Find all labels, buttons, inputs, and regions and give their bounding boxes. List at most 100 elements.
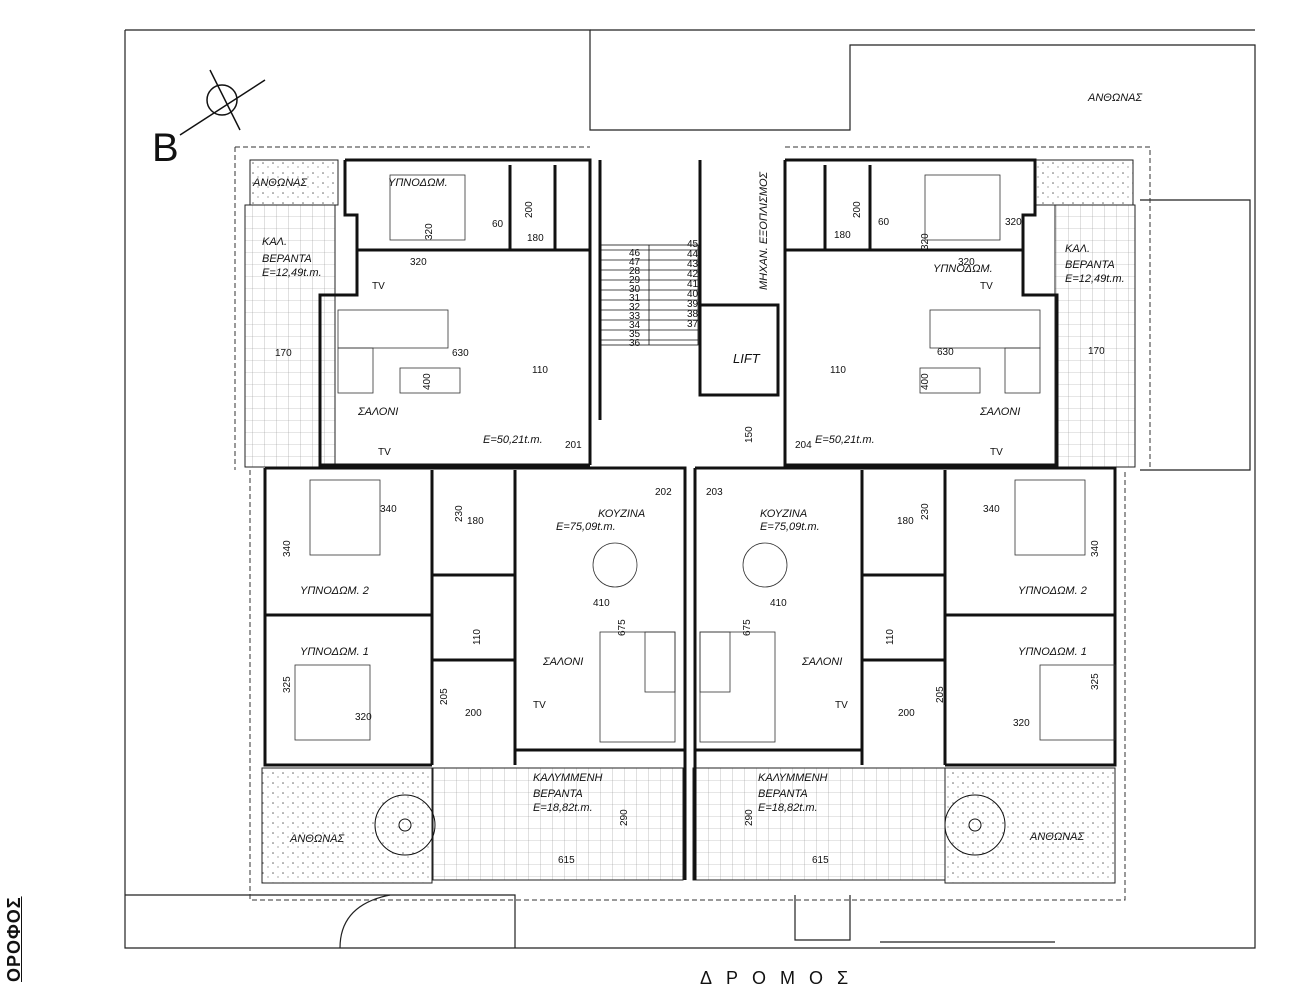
covered-veranda-big-l2-r: ΒΕΡΑΝΤΑ <box>758 788 808 800</box>
kitchen-area-l: E=75,09t.m. <box>556 521 616 533</box>
bedroom1-label-r: ΥΠΝΟΔΩΜ. 1 <box>1018 646 1087 658</box>
dim-400-b: 400 <box>920 373 931 390</box>
stair-step-right: 43 <box>687 259 699 270</box>
stair-step-left: 30 <box>629 284 641 295</box>
living-label-lr: ΣΑΛΟΝΙ <box>801 656 842 668</box>
dim-410-b: 410 <box>770 598 787 609</box>
tv-label-4: TV <box>990 447 1003 458</box>
dim-150: 150 <box>744 426 755 443</box>
dim-675-b: 675 <box>742 619 753 636</box>
dim-630-a: 630 <box>452 348 469 359</box>
stair-step-left: 46 <box>629 248 641 259</box>
stair-step-right: 40 <box>687 289 699 300</box>
dim-630-b: 630 <box>937 347 954 358</box>
lift-label: LIFT <box>733 351 761 366</box>
veranda-area-r: E=18,82t.m. <box>758 802 818 814</box>
living-label-ll: ΣΑΛΟΝΙ <box>542 656 583 668</box>
dim-320-e: 320 <box>1013 718 1030 729</box>
dim-320-f: 320 <box>424 223 435 240</box>
living-label-ur: ΣΑΛΟΝΙ <box>979 406 1020 418</box>
dim-110-a: 110 <box>532 365 548 376</box>
dim-320-b: 320 <box>958 257 975 268</box>
area-upper-l: E=50,21t.m. <box>483 434 543 446</box>
kitchen-label-l: ΚΟΥΖΙΝΑ <box>598 508 645 520</box>
covered-veranda-big-l2-l: ΒΕΡΑΝΤΑ <box>533 788 583 800</box>
tv-label-5: TV <box>533 700 546 711</box>
stair-step-left: 34 <box>629 320 641 331</box>
dim-170-a: 170 <box>275 348 292 359</box>
flower-bed-label-br: ΑΝΘΩΝΑΣ <box>1029 831 1084 843</box>
bedroom1-label-l: ΥΠΝΟΔΩΜ. 1 <box>300 646 369 658</box>
covered-veranda-area-left: E=12,49t.m. <box>262 267 322 279</box>
stair-step-right: 38 <box>687 309 699 320</box>
north-marker: B <box>152 126 179 170</box>
covered-veranda-big-l1-r: ΚΑΛΥΜΜΕΝΗ <box>758 772 828 784</box>
dim-410-a: 410 <box>593 598 610 609</box>
covered-veranda-l2-right: ΒΕΡΑΝΤΑ <box>1065 259 1115 271</box>
veranda-area-l: E=18,82t.m. <box>533 802 593 814</box>
dim-615-a: 615 <box>558 855 575 866</box>
furniture <box>294 174 1116 743</box>
dim-675-a: 675 <box>617 619 628 636</box>
stair-step-right: 45 <box>687 239 699 250</box>
stair-step-left: 29 <box>629 275 641 286</box>
dim-110-d: 110 <box>885 629 896 645</box>
unit-201: 201 <box>565 440 582 451</box>
site-boundary <box>124 29 1256 949</box>
tv-label-6: TV <box>835 700 848 711</box>
stairs <box>599 244 699 346</box>
dim-110-b: 110 <box>830 365 846 376</box>
dim-340-b: 340 <box>983 504 1000 515</box>
dim-230-a: 230 <box>454 505 465 522</box>
dim-180-d: 180 <box>897 516 914 527</box>
dim-200-c: 200 <box>524 201 535 218</box>
dim-60-b: 60 <box>878 217 890 228</box>
dim-320-a: 320 <box>410 257 427 268</box>
floor-label: ΟΡΟΦΟΣ <box>4 896 24 982</box>
covered-veranda-l1-left: ΚΑΛ. <box>262 236 287 248</box>
bedroom2-label-r: ΥΠΝΟΔΩΜ. 2 <box>1018 585 1087 597</box>
dim-400-a: 400 <box>422 373 433 390</box>
bedroom-label-ur: ΥΠΝΟΔΩΜ. <box>933 263 993 275</box>
dim-230-b: 230 <box>920 503 931 520</box>
planters <box>249 159 1134 884</box>
tv-label-2: TV <box>378 447 391 458</box>
stair-step-left: 28 <box>629 266 641 277</box>
dim-290-b: 290 <box>744 809 755 826</box>
stair-step-left: 31 <box>629 293 641 304</box>
dim-205-a: 205 <box>439 688 450 705</box>
stair-step-left: 47 <box>629 257 641 268</box>
stair-step-left: 32 <box>629 302 641 313</box>
dim-325-b: 325 <box>1090 673 1101 690</box>
dim-320-g: 320 <box>920 233 931 250</box>
tv-label-3: TV <box>980 281 993 292</box>
dim-290-a: 290 <box>619 809 630 826</box>
kitchen-label-r: ΚΟΥΖΙΝΑ <box>760 508 807 520</box>
dim-340-a: 340 <box>380 504 397 515</box>
stair-step-right: 39 <box>687 299 699 310</box>
dim-205-b: 205 <box>935 686 946 703</box>
dim-320-d: 320 <box>355 712 372 723</box>
dim-180-b: 180 <box>834 230 851 241</box>
area-upper-r: E=50,21t.m. <box>815 434 875 446</box>
bedroom-label-ul: ΥΠΝΟΔΩΜ. <box>388 177 448 189</box>
dim-170-b: 170 <box>1088 346 1105 357</box>
dim-110-c: 110 <box>472 629 483 645</box>
unit-203: 203 <box>706 487 723 498</box>
dim-180-c: 180 <box>467 516 484 527</box>
unit-204: 204 <box>795 440 812 451</box>
unit-202: 202 <box>655 487 672 498</box>
dim-340-d: 340 <box>1090 540 1101 557</box>
covered-veranda-l1-right: ΚΑΛ. <box>1065 243 1090 255</box>
dim-200-a: 200 <box>465 708 482 719</box>
stair-step-left: 35 <box>629 329 641 340</box>
dim-60-a: 60 <box>492 219 504 230</box>
kitchen-area-r: E=75,09t.m. <box>760 521 820 533</box>
machinery-label: ΜΗΧΑΝ. ΕΞΟΠΛΙΣΜΟΣ <box>758 171 770 290</box>
dim-200-d: 200 <box>852 201 863 218</box>
road-label: ΔΡΟΜΟΣ <box>700 968 863 988</box>
bedroom2-label-l: ΥΠΝΟΔΩΜ. 2 <box>300 585 369 597</box>
tv-label-1: TV <box>372 281 385 292</box>
flower-bed-label-bl: ΑΝΘΩΝΑΣ <box>289 833 344 845</box>
